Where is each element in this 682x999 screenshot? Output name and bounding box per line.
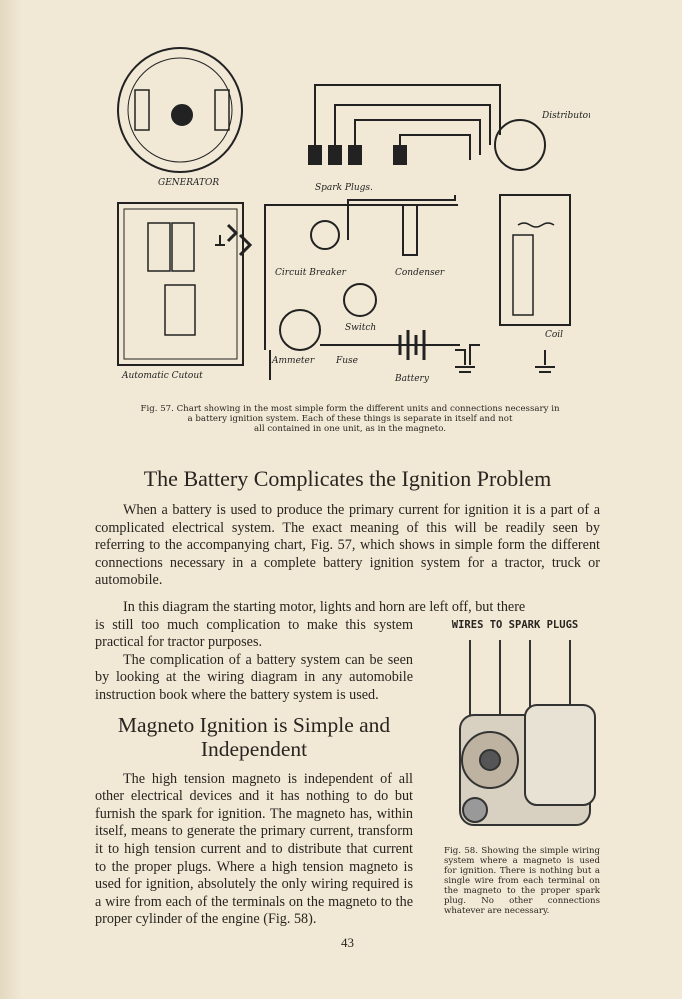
magneto-photo xyxy=(459,639,596,826)
cutout-label: Automatic Cutout xyxy=(121,371,203,381)
caption-line: a battery ignition system. Each of these… xyxy=(187,414,513,424)
battery-ignition-diagram: GENERATOR Automatic Cutout Spark Plugs. … xyxy=(117,47,590,384)
body-text-left-column: is still too much complication to make t… xyxy=(95,617,413,929)
text-flow: The Battery Complicates the Ignition Pro… xyxy=(95,0,600,959)
generator-icon xyxy=(117,47,243,173)
battery-label: Battery xyxy=(394,374,430,384)
caption-line: all contained in one unit, as in the mag… xyxy=(253,424,447,434)
paragraph: The high tension magneto is independent … xyxy=(95,770,413,928)
fuse-label: Fuse xyxy=(335,356,358,366)
figure-58-caption: Fig. 58. Showing the simple wiring syste… xyxy=(444,845,600,916)
heading-line: Magneto Ignition is Simple and xyxy=(117,712,391,737)
coil-icon xyxy=(499,194,571,326)
battery-icon xyxy=(398,330,426,360)
condenser-label: Condenser xyxy=(395,268,445,278)
generator-label: GENERATOR xyxy=(158,178,219,188)
heading-line: Independent xyxy=(200,736,308,761)
paragraph: When a battery is used to produce the pr… xyxy=(95,502,600,589)
automatic-cutout-icon xyxy=(117,202,244,366)
coil-label: Coil xyxy=(545,330,563,340)
figure-58-label: WIRES TO SPARK PLUGS xyxy=(451,618,579,631)
circuit-breaker-label: Circuit Breaker xyxy=(275,268,347,278)
distributor-icon xyxy=(494,119,546,171)
paragraph: The complication of a battery system can… xyxy=(95,651,413,703)
switch-label: Switch xyxy=(345,323,376,333)
spark-plugs-icon xyxy=(308,145,407,165)
two-column-area: is still too much complication to make t… xyxy=(95,617,600,929)
paragraph: In this diagram the starting motor, ligh… xyxy=(123,598,526,615)
ammeter-icon xyxy=(279,309,321,351)
page-number: 43 xyxy=(341,934,354,950)
figure-58: WIRES TO SPARK PLUGS Fig. 58. Showing th… xyxy=(430,617,600,916)
figure-57-caption: Fig. 57. Chart showing in the most simpl… xyxy=(80,404,620,434)
distributor-label: Distributor xyxy=(541,111,590,121)
body-text: When a battery is used to produce the pr… xyxy=(95,502,600,617)
caption-line: Fig. 57. Chart showing in the most simpl… xyxy=(140,404,560,414)
spark-plugs-label: Spark Plugs. xyxy=(315,183,373,193)
switch-icon xyxy=(343,283,377,317)
ammeter-label: Ammeter xyxy=(271,356,315,366)
circuit-breaker-icon xyxy=(310,220,340,250)
section-heading: The Battery Complicates the Ignition Pro… xyxy=(143,466,552,491)
paragraph: is still too much complication to make t… xyxy=(95,616,413,651)
